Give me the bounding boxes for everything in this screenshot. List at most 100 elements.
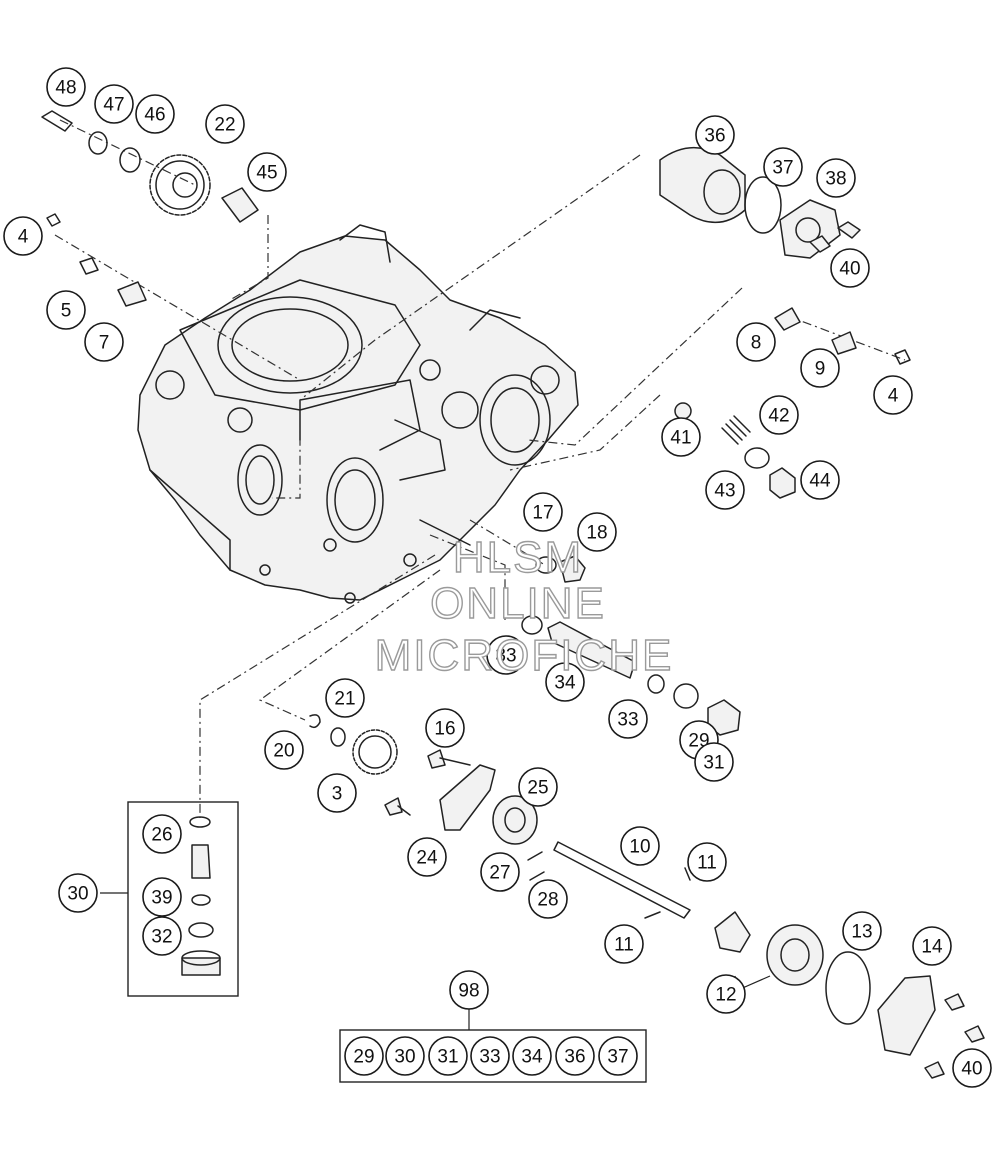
callout-circle xyxy=(952,1048,992,1088)
callout-37: 37 xyxy=(763,147,803,187)
callout-circle xyxy=(608,699,648,739)
callout-label: 33 xyxy=(479,1047,500,1068)
callout-33: 33 xyxy=(608,699,648,739)
callout-label: 42 xyxy=(768,406,789,427)
callout-label: 26 xyxy=(151,825,172,846)
callout-98: 98 xyxy=(449,970,489,1010)
callout-label: 10 xyxy=(629,837,650,858)
callout-label: 28 xyxy=(537,890,558,911)
callout-10: 10 xyxy=(620,826,660,866)
callout-label: 37 xyxy=(772,158,793,179)
callout-41: 41 xyxy=(661,417,701,457)
callout-label: 34 xyxy=(521,1047,543,1068)
callout-label: 98 xyxy=(458,981,479,1002)
callout-label: 36 xyxy=(704,126,725,147)
callout-circle xyxy=(428,1036,468,1076)
callout-label: 40 xyxy=(961,1059,982,1080)
callout-label: 38 xyxy=(825,169,846,190)
callout-28: 28 xyxy=(528,879,568,919)
callout-circle xyxy=(317,773,357,813)
callout-43: 43 xyxy=(705,470,745,510)
callout-circle xyxy=(449,970,489,1010)
callout-20: 20 xyxy=(264,730,304,770)
callout-circle xyxy=(912,926,952,966)
callout-3: 3 xyxy=(317,773,357,813)
callout-25: 25 xyxy=(518,767,558,807)
callout-34: 34 xyxy=(545,662,585,702)
callout-label: 22 xyxy=(214,115,235,136)
callout-40: 40 xyxy=(830,248,870,288)
callout-circle xyxy=(247,152,287,192)
callout-47: 47 xyxy=(94,84,134,124)
callout-14: 14 xyxy=(912,926,952,966)
callout-circle xyxy=(816,158,856,198)
callout-24: 24 xyxy=(407,837,447,877)
callout-circle xyxy=(344,1036,384,1076)
callout-7: 7 xyxy=(84,322,124,362)
callout-circle xyxy=(3,216,43,256)
crankcase xyxy=(137,224,579,604)
callout-30: 30 xyxy=(58,873,98,913)
callout-36: 36 xyxy=(695,115,735,155)
callout-circle xyxy=(407,837,447,877)
callout-label: 11 xyxy=(614,935,634,956)
kit-item-30: 30 xyxy=(385,1036,425,1076)
callout-label: 9 xyxy=(815,359,826,380)
callout-27: 27 xyxy=(480,852,520,892)
callout-label: 7 xyxy=(99,333,110,354)
kit-item-37: 37 xyxy=(598,1036,638,1076)
callout-circle xyxy=(661,417,701,457)
callout-12: 12 xyxy=(706,974,746,1014)
callout-circle xyxy=(694,742,734,782)
kit-item-29: 29 xyxy=(344,1036,384,1076)
callout-label: 30 xyxy=(67,884,88,905)
callout-circle xyxy=(264,730,304,770)
callout-circle xyxy=(705,470,745,510)
kit-item-34: 34 xyxy=(512,1036,552,1076)
callout-label: 46 xyxy=(144,105,165,126)
callout-label: 40 xyxy=(839,259,860,280)
callout-circle xyxy=(518,767,558,807)
callout-label: 11 xyxy=(697,853,717,874)
callout-label: 43 xyxy=(714,481,735,502)
callout-4: 4 xyxy=(3,216,43,256)
callout-label: 17 xyxy=(532,503,553,524)
callout-label: 44 xyxy=(809,471,831,492)
callout-label: 30 xyxy=(394,1047,415,1068)
callout-label: 24 xyxy=(416,848,438,869)
callout-8: 8 xyxy=(736,322,776,362)
watermark: HLSM ONLINE MICROFICHE xyxy=(374,532,672,680)
callout-circle xyxy=(470,1036,510,1076)
callout-label: 31 xyxy=(703,753,724,774)
callout-label: 33 xyxy=(495,646,516,667)
callout-circle xyxy=(620,826,660,866)
callout-label: 31 xyxy=(437,1047,458,1068)
callout-13: 13 xyxy=(842,911,882,951)
callout-label: 27 xyxy=(489,863,510,884)
callout-circle xyxy=(873,375,913,415)
callout-22: 22 xyxy=(205,104,245,144)
callout-circle xyxy=(577,512,617,552)
callout-48: 48 xyxy=(46,67,86,107)
callout-label: 45 xyxy=(256,163,277,184)
callout-label: 20 xyxy=(273,741,294,762)
callout-label: 32 xyxy=(151,927,172,948)
callout-circle xyxy=(46,290,86,330)
parts xyxy=(41,110,985,1079)
callout-circle xyxy=(687,842,727,882)
callout-38: 38 xyxy=(816,158,856,198)
callout-circle xyxy=(604,924,644,964)
callout-circle xyxy=(58,873,98,913)
callout-44: 44 xyxy=(800,460,840,500)
callout-circle xyxy=(486,635,526,675)
callout-circle xyxy=(512,1036,552,1076)
callout-46: 46 xyxy=(135,94,175,134)
callout-circle xyxy=(425,708,465,748)
callout-circle xyxy=(205,104,245,144)
callout-label: 4 xyxy=(18,227,29,248)
callout-label: 13 xyxy=(851,922,872,943)
callout-21: 21 xyxy=(325,678,365,718)
callout-circle xyxy=(759,395,799,435)
callout-circle xyxy=(695,115,735,155)
